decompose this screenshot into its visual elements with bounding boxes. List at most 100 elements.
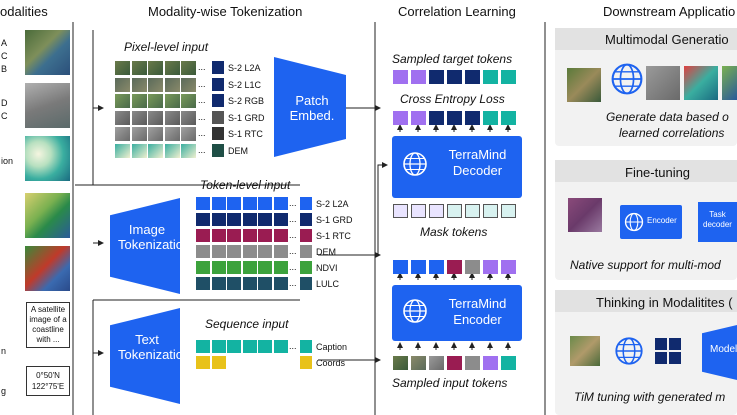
ellipsis-label: ... bbox=[198, 144, 206, 155]
token-square bbox=[242, 197, 257, 210]
image-tokenization-label: Image Tokenization bbox=[118, 222, 191, 252]
decoder-output-token bbox=[411, 111, 426, 125]
radar-image-thumbnail bbox=[25, 83, 70, 128]
pixel-patch bbox=[164, 94, 180, 108]
modality-swatch bbox=[300, 229, 312, 242]
token-square bbox=[196, 261, 210, 274]
token-square bbox=[196, 213, 210, 226]
target-token bbox=[429, 70, 444, 84]
token-square bbox=[211, 356, 226, 369]
pixel-patch bbox=[164, 110, 180, 125]
encoder-title: TerraMind Encoder bbox=[448, 296, 507, 327]
encoder-output-token bbox=[411, 260, 426, 274]
optical-image-thumbnail bbox=[25, 30, 70, 75]
token-row-label: NDVI bbox=[316, 263, 338, 273]
decoder-output-token bbox=[429, 111, 444, 125]
token-level-title: Token-level input bbox=[200, 178, 291, 192]
generated-dem-image bbox=[684, 66, 718, 100]
modality-label: B bbox=[1, 64, 8, 74]
input-image bbox=[567, 68, 601, 102]
pixel-patch bbox=[131, 110, 147, 125]
input-token bbox=[393, 356, 408, 370]
ndvi-image-thumbnail bbox=[25, 193, 70, 238]
pixel-patch bbox=[148, 77, 163, 92]
globe-icon bbox=[624, 212, 644, 232]
decoder-title: TerraMind Decoder bbox=[448, 147, 507, 178]
pixel-patch bbox=[148, 127, 163, 141]
generated-radar-image bbox=[646, 66, 680, 100]
dem-image-thumbnail bbox=[25, 136, 70, 181]
generated-ndvi-image bbox=[722, 66, 737, 100]
token-square bbox=[258, 245, 272, 258]
token-square bbox=[258, 277, 272, 290]
ellipsis-label: ... bbox=[289, 214, 297, 224]
token-square bbox=[242, 340, 257, 353]
token-square bbox=[242, 245, 257, 258]
input-token bbox=[429, 356, 444, 370]
encoder-output-token bbox=[429, 260, 444, 274]
input-image bbox=[568, 198, 602, 232]
mask-token bbox=[501, 204, 516, 218]
globe-icon bbox=[402, 151, 428, 177]
token-square bbox=[273, 229, 288, 242]
multimodal-desc: Generate data based o bbox=[606, 110, 729, 124]
ellipsis-label: ... bbox=[289, 230, 297, 240]
task-decoder-block bbox=[698, 202, 737, 242]
pixel-patch bbox=[181, 94, 196, 108]
decoder-output-token bbox=[483, 111, 498, 125]
token-row-label: LULC bbox=[316, 279, 340, 289]
mask-token bbox=[483, 204, 498, 218]
token-row-label: S-2 L2A bbox=[316, 199, 349, 209]
target-token bbox=[465, 70, 480, 84]
pixel-patch bbox=[164, 77, 180, 92]
globe-icon bbox=[614, 336, 644, 366]
pixel-patch bbox=[164, 61, 180, 75]
target-token bbox=[393, 70, 408, 84]
token-square bbox=[242, 213, 257, 226]
pixel-patch bbox=[131, 77, 147, 92]
pixel-patch bbox=[181, 77, 196, 92]
decoder-output-token bbox=[501, 111, 516, 125]
pixel-row-label: S-1 GRD bbox=[228, 112, 265, 123]
encoder-output-token bbox=[393, 260, 408, 274]
globe-icon bbox=[610, 62, 644, 96]
downstream-header: Downstream Applicatio bbox=[603, 4, 736, 19]
token-square bbox=[273, 213, 288, 226]
token-square bbox=[242, 277, 257, 290]
ellipsis-label: ... bbox=[289, 198, 297, 208]
thinking-desc: TiM tuning with generated m bbox=[574, 390, 726, 404]
token-row-label: DEM bbox=[316, 247, 336, 257]
text-tokenization-label: Text Tokenization bbox=[118, 332, 191, 362]
sampled-target-label: Sampled target tokens bbox=[392, 52, 513, 66]
pixel-patch bbox=[148, 110, 163, 125]
pixel-patch bbox=[181, 143, 196, 158]
modality-label: A bbox=[1, 38, 8, 48]
token-square bbox=[258, 229, 272, 242]
multimodal-desc: learned correlations bbox=[619, 126, 725, 140]
pixel-row-label: DEM bbox=[228, 145, 248, 156]
sampled-input-label: Sampled input tokens bbox=[392, 376, 508, 390]
pixel-row-label: S-2 RGB bbox=[228, 96, 265, 106]
modality-swatch bbox=[300, 245, 312, 258]
mask-token bbox=[411, 204, 426, 218]
modality-label: g bbox=[1, 386, 7, 396]
token-square bbox=[273, 245, 288, 258]
task-decoder-label: Task decoder bbox=[703, 210, 732, 229]
token-square bbox=[211, 261, 226, 274]
token-square bbox=[227, 245, 241, 258]
encoder-output-token bbox=[501, 260, 516, 274]
ellipsis-label: ... bbox=[198, 78, 206, 89]
decoder-output-token bbox=[393, 111, 408, 125]
cross-entropy-label: Cross Entropy Loss bbox=[400, 92, 505, 106]
token-square bbox=[227, 197, 241, 210]
token-square bbox=[273, 261, 288, 274]
sequence-row-label: Coords bbox=[316, 358, 346, 368]
pixel-patch bbox=[181, 110, 196, 125]
token-square bbox=[196, 277, 210, 290]
input-token bbox=[465, 356, 480, 370]
input-token bbox=[447, 356, 462, 370]
pixel-patch bbox=[131, 94, 147, 108]
modalities-header: odalities bbox=[0, 4, 48, 19]
token-square bbox=[669, 338, 681, 350]
